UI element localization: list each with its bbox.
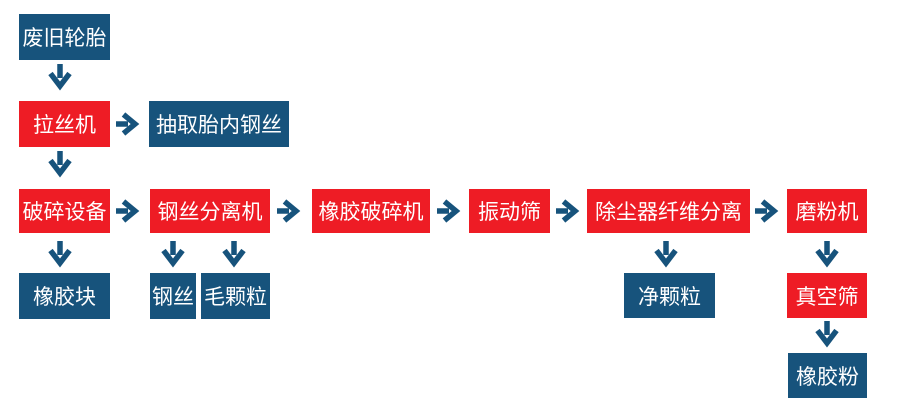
node-dust-fiber-separator: 除尘器纤维分离 [587,189,750,233]
node-rubber-blocks: 橡胶块 [19,273,110,319]
arrow-right-icon [277,199,301,223]
arrow-right-icon [755,199,779,223]
node-crushing-equipment: 破碎设备 [19,189,110,233]
arrow-right-icon [556,199,580,223]
node-wire-drawing-machine: 拉丝机 [19,101,110,147]
node-clean-granules: 净颗粒 [624,273,715,318]
arrow-right-icon [116,199,140,223]
arrow-right-icon [116,112,140,136]
node-rubber-crusher: 橡胶破碎机 [312,189,430,233]
node-steel-wire: 钢丝 [150,273,196,319]
arrow-down-icon [48,64,72,91]
node-waste-tires: 废旧轮胎 [19,14,110,60]
arrow-down-icon [222,241,246,268]
arrow-down-icon [161,241,185,268]
node-steel-wire-separator: 钢丝分离机 [150,189,270,233]
arrow-right-icon [437,199,461,223]
arrow-down-icon [815,241,839,268]
node-coarse-granules: 毛颗粒 [201,273,270,319]
arrow-down-icon [815,321,839,348]
node-extract-inner-steel: 抽取胎内钢丝 [149,101,289,147]
arrow-down-icon [48,151,72,178]
node-rubber-powder: 橡胶粉 [788,353,867,398]
arrow-down-icon [654,241,678,268]
arrow-down-icon [48,241,72,268]
node-vacuum-screen: 真空筛 [787,273,867,318]
node-vibrating-screen: 振动筛 [469,189,550,233]
node-grinding-machine: 磨粉机 [787,189,867,233]
